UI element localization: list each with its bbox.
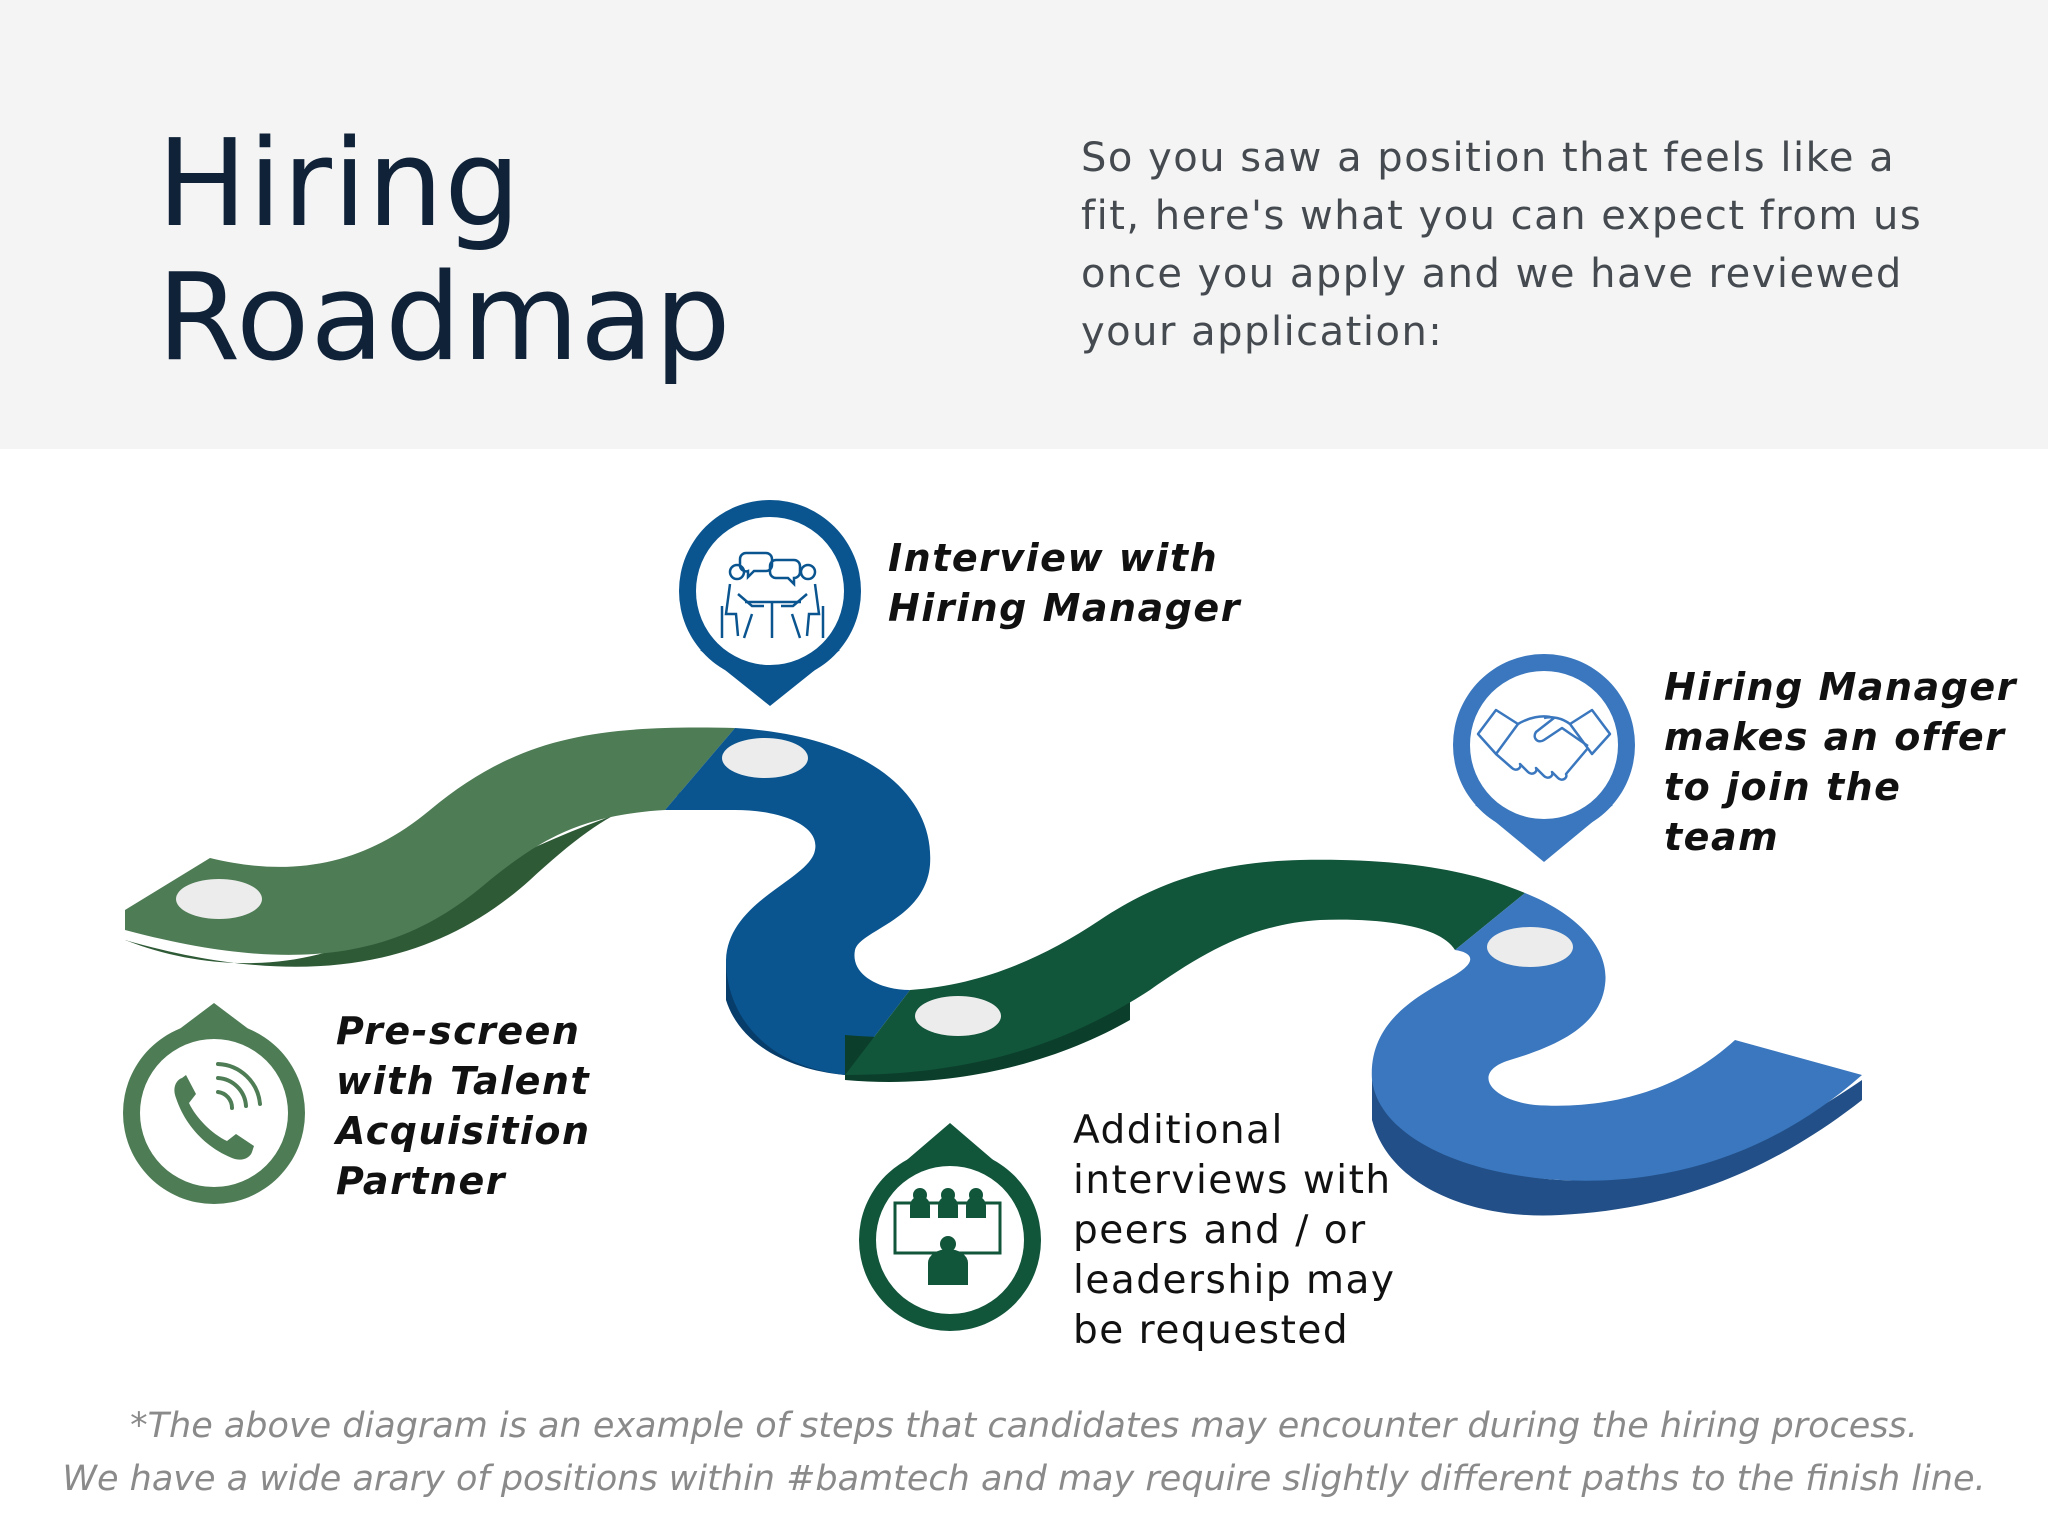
step-label-offer: Hiring Manager makes an offer to join th… bbox=[1664, 665, 2017, 859]
video-conference-icon bbox=[893, 1188, 1002, 1285]
road-marker-4 bbox=[1487, 927, 1573, 967]
pin-prescreen-center bbox=[140, 1039, 288, 1187]
pin-additional-tip bbox=[880, 1123, 1020, 1183]
step-label-prescreen: Pre-screen with Talent Acquisition Partn… bbox=[336, 1009, 591, 1203]
pin-interview-tip bbox=[700, 650, 840, 706]
pin-offer-tip bbox=[1475, 805, 1613, 862]
road-segment-1 bbox=[125, 727, 735, 955]
road-segment-4-side bbox=[1372, 1080, 1862, 1216]
sound-waves-icon bbox=[216, 1062, 262, 1110]
page-title: Hiring Roadmap bbox=[157, 118, 732, 386]
intro-text: So you saw a position that feels like a … bbox=[1081, 135, 1923, 355]
title-line-1: Hiring bbox=[157, 115, 522, 254]
pin-offer bbox=[1453, 654, 1635, 862]
meeting-icon bbox=[720, 551, 825, 639]
pin-interview-center bbox=[696, 517, 844, 665]
road-segment-3 bbox=[845, 859, 1525, 1075]
footnote: *The above diagram is an example of step… bbox=[0, 1400, 2048, 1506]
footnote-line-1: *The above diagram is an example of step… bbox=[130, 1406, 1918, 1446]
title-line-2: Roadmap bbox=[157, 249, 732, 388]
road-segment-2 bbox=[665, 728, 931, 1075]
pin-additional bbox=[859, 1123, 1041, 1331]
footnote-line-2: We have a wide arary of positions within… bbox=[62, 1459, 1986, 1499]
roadmap-diagram bbox=[123, 500, 1862, 1331]
pin-prescreen bbox=[123, 1003, 305, 1204]
pin-interview bbox=[679, 500, 861, 706]
road-marker-3 bbox=[915, 996, 1001, 1036]
step-label-additional: Additional interviews with peers and / o… bbox=[1073, 1108, 1396, 1353]
road-marker-2 bbox=[722, 738, 808, 778]
header-band: Hiring Roadmap So you saw a position tha… bbox=[0, 0, 2048, 449]
road-markers bbox=[176, 738, 1573, 1036]
road bbox=[125, 727, 1862, 1216]
pin-offer-center bbox=[1470, 671, 1618, 819]
road-marker-1 bbox=[176, 879, 262, 919]
phone-icon bbox=[174, 1075, 254, 1160]
pin-prescreen-tip bbox=[145, 1003, 283, 1055]
handshake-icon bbox=[1476, 708, 1612, 781]
road-segment-4 bbox=[1371, 893, 1862, 1181]
step-label-interview: Interview with Hiring Manager bbox=[888, 536, 1241, 630]
road-side-green bbox=[125, 790, 700, 967]
